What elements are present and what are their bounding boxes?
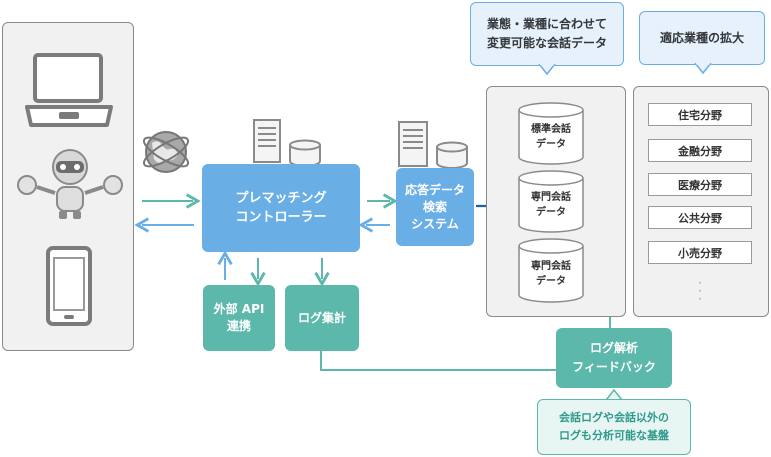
callout-log-platform: 会話ログや会話以外の ログも分析可能な基盤	[537, 399, 691, 455]
database-icon	[518, 102, 584, 165]
api-line-2: 連携	[226, 319, 251, 333]
cyl3-line-1: 専門会話	[531, 261, 571, 272]
callout-business-line-1: 業態・業種に合わせて	[486, 17, 607, 31]
database-icon	[518, 238, 584, 303]
external-api-box: 外部 API 連携	[203, 285, 275, 351]
cyl1-line-1: 標準会話	[531, 124, 571, 135]
cyl1-line-2: データ	[536, 139, 566, 150]
callout-business-line-2: 変更可能な会話データ	[486, 36, 607, 50]
callout-pointer	[538, 64, 556, 76]
specialized-conversation-data: 専門会話 データ	[519, 259, 583, 289]
search-line-2: 検索	[422, 199, 447, 214]
industry-public: 公共分野	[648, 206, 752, 229]
log-flow-line	[320, 350, 556, 371]
smartphone-icon	[46, 246, 92, 326]
log-aggregation-box: ログ集計	[285, 285, 359, 351]
industry-finance: 金融分野	[648, 139, 752, 162]
controller-line-2: コントローラー	[235, 210, 327, 225]
globe-icon	[142, 131, 190, 173]
server-icon	[253, 119, 281, 163]
callout-pointer	[694, 63, 712, 75]
prematching-controller: プレマッチング コントローラー	[202, 164, 360, 252]
response-search-system: 応答データ 検索 システム	[396, 168, 474, 246]
industry-housing: 住宅分野	[648, 103, 752, 126]
industry-medical: 医療分野	[648, 173, 752, 196]
api-line-1: 外部 API	[213, 302, 265, 316]
devices-panel	[2, 22, 134, 351]
cyl3-line-2: データ	[536, 276, 566, 287]
industry-retail: 小売分野	[648, 241, 752, 264]
specialized-conversation-data: 専門会話 データ	[519, 190, 583, 220]
server-icon	[398, 121, 428, 167]
callout-expand-label: 適応業種の拡大	[659, 30, 744, 45]
callout-business-data: 業態・業種に合わせて 変更可能な会話データ	[470, 2, 624, 66]
log-analysis-line-2: フィードバック	[572, 360, 656, 374]
database-icon	[518, 170, 584, 233]
standard-conversation-data: 標準会話 データ	[519, 122, 583, 152]
callout-log-line-1: 会話ログや会話以外の	[559, 411, 669, 424]
robot-icon	[17, 149, 123, 219]
database-icon	[289, 139, 321, 167]
log-analysis-feedback-box: ログ解析 フィードバック	[556, 328, 672, 388]
search-line-1: 応答データ	[404, 182, 465, 197]
callout-log-line-2: ログも分析可能な基盤	[559, 429, 669, 442]
cyl2-line-2: データ	[536, 207, 566, 218]
callout-expand-industry: 適応業種の拡大	[639, 11, 765, 65]
more-dots: ···	[698, 276, 702, 306]
log-aggregation-label: ログ集計	[297, 310, 346, 325]
cyl2-line-1: 専門会話	[531, 192, 571, 203]
database-icon	[436, 141, 468, 169]
log-analysis-line-1: ログ解析	[589, 341, 638, 355]
controller-line-1: プレマッチング	[235, 191, 327, 206]
laptop-icon	[25, 53, 113, 127]
search-line-3: システム	[411, 216, 459, 231]
